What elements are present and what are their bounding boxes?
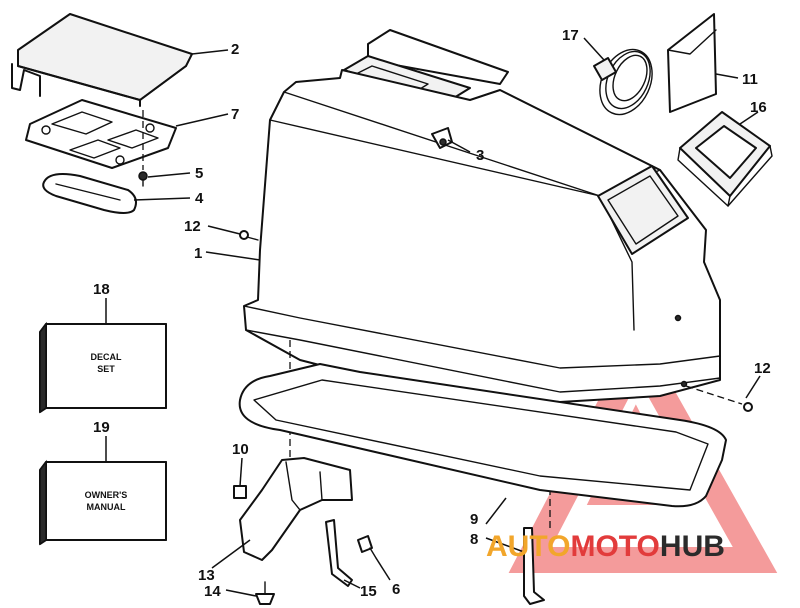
callout-17: 17 — [562, 27, 579, 44]
callout-18: 18 — [93, 281, 110, 298]
watermark-part-moto: MOTO — [570, 530, 659, 563]
callout-14: 14 — [204, 583, 221, 600]
part-14-stud — [255, 581, 275, 605]
leader-lines — [105, 37, 761, 597]
callout-8: 8 — [470, 531, 478, 548]
callout-15: 15 — [360, 583, 377, 600]
callout-3: 3 — [476, 147, 484, 164]
watermark-text: AUTOMOTOHUB — [486, 530, 725, 563]
watermark-auto: AUTOMOTOHUB — [486, 530, 725, 563]
callout-12-right: 12 — [754, 360, 771, 377]
part-4-seal — [42, 173, 137, 214]
part-8-latch — [523, 527, 545, 605]
part-5-screw — [138, 110, 148, 187]
watermark-part-auto: AUTO — [486, 530, 570, 563]
part-7-gasket — [25, 99, 177, 169]
callout-16: 16 — [750, 99, 767, 116]
part-17-wire-harness — [593, 48, 653, 116]
part-9-lower-seal — [238, 363, 727, 508]
part-19-owners-manual: OWNER'S MANUAL — [39, 459, 167, 546]
callout-19: 19 — [93, 419, 110, 436]
part-2-top-cover — [11, 13, 193, 107]
callout-13: 13 — [198, 567, 215, 584]
part-15-clip — [325, 519, 353, 587]
callout-6: 6 — [392, 581, 400, 598]
manual-label-line2: MANUAL — [87, 502, 126, 512]
callout-2: 2 — [231, 41, 239, 58]
part-12-screw-left — [239, 230, 259, 241]
watermark-part-hub: HUB — [660, 530, 725, 563]
callout-5: 5 — [195, 165, 203, 182]
decal-label-line1: DECAL — [91, 352, 123, 362]
callout-1: 1 — [194, 245, 202, 262]
callout-10: 10 — [232, 441, 249, 458]
callout-9: 9 — [470, 511, 478, 528]
decal-label-line2: SET — [97, 364, 115, 374]
part-12-screw-right — [685, 385, 753, 412]
callout-4: 4 — [195, 190, 204, 207]
part-13-bracket — [239, 457, 353, 561]
manual-label-line1: OWNER'S — [85, 490, 128, 500]
part-11-pouch — [667, 13, 717, 113]
part-18-decal-set: DECAL SET — [39, 321, 167, 414]
part-1-motor-cover — [243, 29, 721, 403]
callout-7: 7 — [231, 106, 239, 123]
part-10-plate — [233, 485, 247, 499]
callout-11: 11 — [742, 71, 758, 88]
part-16-grommet — [677, 111, 773, 207]
part-3-clip — [431, 127, 453, 149]
callout-numbers: 2 7 5 4 12 1 3 17 11 16 12 18 19 10 13 1… — [93, 27, 771, 600]
callout-12-left: 12 — [184, 218, 201, 235]
part-6-bolt — [357, 535, 377, 559]
